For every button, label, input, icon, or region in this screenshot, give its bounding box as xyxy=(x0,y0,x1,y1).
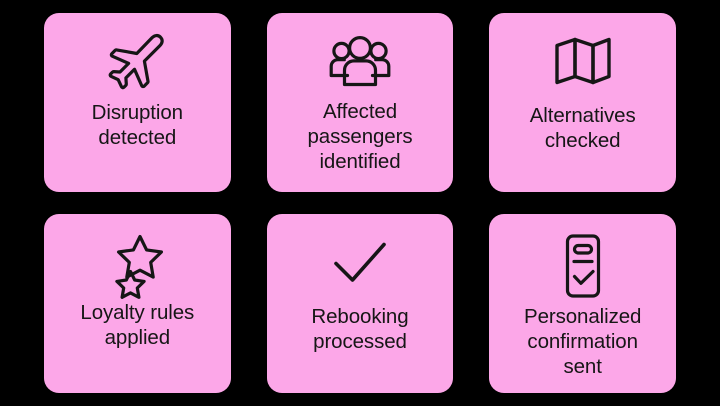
card-label: Disruption detected xyxy=(91,101,183,149)
two-stars-icon xyxy=(107,232,167,299)
card-affected-passengers-identified[interactable]: Affected passengers identified xyxy=(266,13,454,192)
card-personalized-confirmation-sent[interactable]: Personalized confirmation sent xyxy=(489,214,676,393)
card-label: Loyalty rules applied xyxy=(80,301,195,349)
people-group-icon xyxy=(327,31,393,93)
card-label: Alternatives checked xyxy=(529,104,636,152)
airplane-icon xyxy=(106,31,168,93)
checkmark-icon xyxy=(333,232,387,292)
document-check-icon xyxy=(561,232,605,300)
card-label: Rebooking processed xyxy=(311,305,409,353)
card-label: Affected passengers identified xyxy=(307,100,413,173)
card-disruption-detected[interactable]: Disruption detected xyxy=(44,13,231,192)
card-alternatives-checked[interactable]: Alternatives checked xyxy=(489,13,676,192)
card-loyalty-rules-applied[interactable]: Loyalty rules applied xyxy=(44,214,231,393)
folded-map-icon xyxy=(554,31,612,91)
card-rebooking-processed[interactable]: Rebooking processed xyxy=(266,214,454,393)
card-label: Personalized confirmation sent xyxy=(524,305,642,378)
